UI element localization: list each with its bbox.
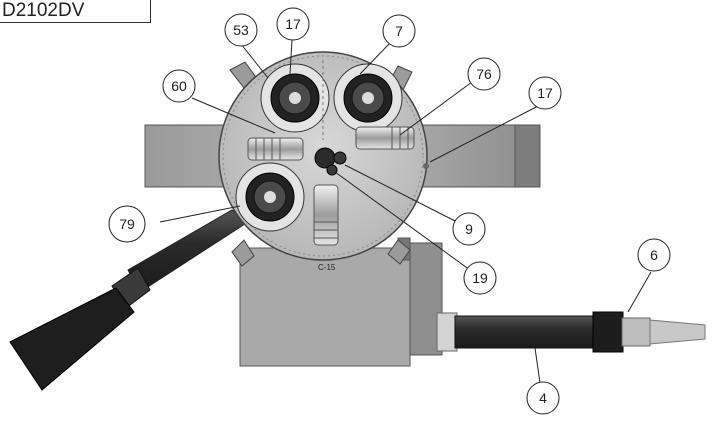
callout-19-label: 19: [472, 270, 488, 286]
callout-9-label: 9: [465, 221, 473, 237]
vacuum-hose: [9, 209, 249, 391]
reel-assemblies: [235, 60, 403, 232]
plate-marking: C-15: [318, 263, 336, 272]
callout-6-label: 6: [650, 247, 658, 263]
callout-17-right: 17: [528, 76, 562, 110]
callout-60: 60: [162, 69, 196, 103]
callout-17-right-label: 17: [537, 85, 553, 101]
center-hub: [314, 147, 429, 176]
springs: [247, 126, 415, 246]
spring-right: [355, 126, 415, 150]
callout-79: 79: [108, 205, 146, 243]
leader-lines: [159, 39, 652, 384]
callout-53: 53: [224, 13, 258, 47]
callout-9: 9: [452, 212, 486, 246]
callout-17-top-label: 17: [285, 16, 301, 32]
callout-53-label: 53: [233, 22, 249, 38]
callout-76: 76: [467, 57, 501, 91]
reel-top-left: [260, 63, 330, 133]
callout-4-label: 4: [539, 390, 547, 406]
callout-79-label: 79: [119, 216, 135, 232]
part-number-label: D2102DV: [0, 0, 151, 23]
output-tube: [436, 311, 706, 353]
reel-left: [235, 162, 305, 232]
callout-76-label: 76: [476, 66, 492, 82]
callout-17-top: 17: [276, 7, 310, 41]
callout-7: 7: [382, 14, 416, 48]
spring-bottom: [313, 184, 339, 246]
reel-top-right: [333, 63, 403, 133]
callout-60-label: 60: [171, 78, 187, 94]
spring-left: [247, 137, 304, 161]
callouts: 53 17 7 60 76 17: [108, 7, 671, 415]
callout-19: 19: [463, 261, 497, 295]
callout-7-label: 7: [395, 23, 403, 39]
callout-4: 4: [526, 381, 560, 415]
callout-6: 6: [637, 238, 671, 272]
